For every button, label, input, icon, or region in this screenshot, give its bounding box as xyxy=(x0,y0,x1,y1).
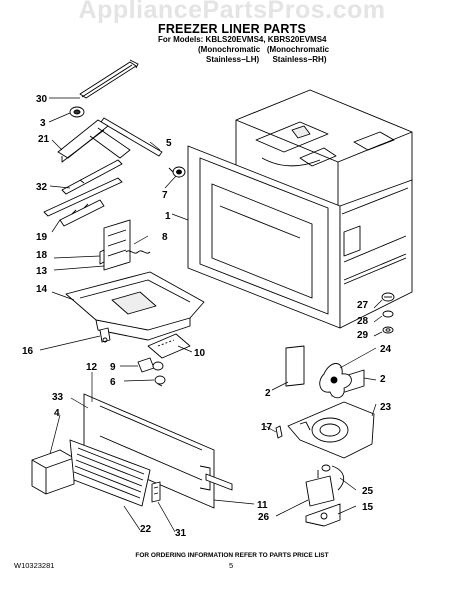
callout-4: 4 xyxy=(54,408,60,419)
part-24-fan-blade xyxy=(319,363,352,399)
callout-25: 25 xyxy=(362,486,374,497)
part-28-washer xyxy=(382,310,394,318)
part-13-vertical-slide xyxy=(99,219,131,271)
part-11-lower-panel xyxy=(83,393,233,509)
callout-19: 19 xyxy=(36,232,48,243)
callout-15: 15 xyxy=(362,502,374,513)
callout-17: 17 xyxy=(261,422,273,433)
part-29-ring xyxy=(382,326,394,334)
part-2-foam-strip-a xyxy=(285,345,305,387)
callout-12: 12 xyxy=(86,362,98,373)
callout-8: 8 xyxy=(162,232,168,243)
callout-13: 13 xyxy=(36,266,48,277)
part-5-rod xyxy=(100,117,163,157)
part-31-tab xyxy=(151,481,161,503)
callout-2-right: 2 xyxy=(380,374,386,385)
part-30-top-rail xyxy=(79,59,139,99)
callout-7: 7 xyxy=(162,190,168,201)
callout-31: 31 xyxy=(175,528,187,539)
callout-22: 22 xyxy=(140,524,152,535)
watermark: AppliancePartsPros.com xyxy=(78,0,386,24)
part-27-knob xyxy=(381,292,395,302)
part-22-grille xyxy=(69,439,151,507)
part-25-grommet xyxy=(321,464,345,491)
callout-23: 23 xyxy=(380,402,392,413)
callout-24: 24 xyxy=(380,344,392,355)
part-32-rail xyxy=(61,159,123,195)
callout-14: 14 xyxy=(36,284,48,295)
part-23-fan-housing xyxy=(287,401,375,459)
callout-18: 18 xyxy=(36,250,48,261)
callout-10: 10 xyxy=(194,348,206,359)
part-16-clip xyxy=(99,327,111,343)
callout-3: 3 xyxy=(40,118,46,129)
part-9-lamp-socket xyxy=(137,357,164,373)
part-6-bulb xyxy=(154,375,166,387)
page-number: 5 xyxy=(229,561,234,570)
part-26-fan-motor xyxy=(305,470,335,507)
model-line-1: For Models: KBLS20EVMS4, KBRS20EVMS4 xyxy=(158,35,327,44)
callout-32: 32 xyxy=(36,182,48,193)
callout-26: 26 xyxy=(258,512,270,523)
part-17-screw xyxy=(275,425,283,439)
callout-21: 21 xyxy=(38,134,50,145)
callout-9: 9 xyxy=(110,362,116,373)
callout-27: 27 xyxy=(357,300,369,311)
part-10-foam-pad xyxy=(147,333,191,359)
callout-33: 33 xyxy=(52,392,64,403)
part-21-bracket xyxy=(57,119,131,163)
callout-5: 5 xyxy=(166,138,172,149)
part-19-slide xyxy=(43,177,123,227)
part-3-grommet xyxy=(69,106,85,118)
model-list: For Models: KBLS20EVMS4, KBRS20EVMS4 (Mo… xyxy=(158,35,329,65)
part-14-duct-cover xyxy=(65,271,205,341)
callout-6: 6 xyxy=(110,377,116,388)
page-title: FREEZER LINER PARTS xyxy=(157,22,307,36)
document-part-number: W10323281 xyxy=(14,561,55,570)
callout-11: 11 xyxy=(257,500,268,511)
part-8-spring xyxy=(125,250,151,254)
part-15-bracket xyxy=(305,503,341,527)
callout-29: 29 xyxy=(357,330,369,341)
callout-30: 30 xyxy=(36,94,48,105)
part-1-freezer-liner xyxy=(187,89,413,329)
part-7-knob xyxy=(168,166,186,178)
callout-28: 28 xyxy=(357,316,369,327)
callout-1: 1 xyxy=(165,211,171,222)
model-line-3: Stainless−LH) Stainless−RH) xyxy=(206,55,327,64)
ordering-footnote: FOR ORDERING INFORMATION REFER TO PARTS … xyxy=(135,552,329,559)
callout-16: 16 xyxy=(22,346,34,357)
model-line-2: (Monochromatic (Monochromatic xyxy=(198,45,330,54)
callout-2-left: 2 xyxy=(265,388,271,399)
part-4-foam-block xyxy=(31,449,75,495)
